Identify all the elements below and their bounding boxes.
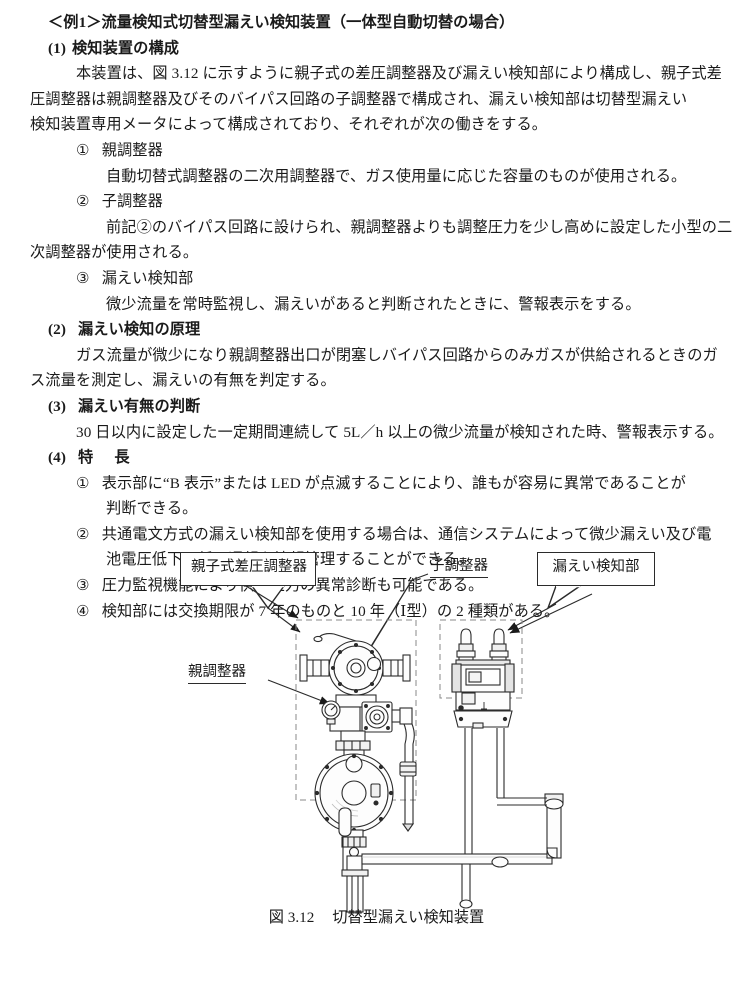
item-marker: ①: [76, 474, 90, 492]
section-heading-3: (3) 漏えい有無の判断: [30, 394, 731, 420]
body-line: 圧調整器は親調整器及びそのバイパス回路の子調整器で構成され、漏えい検知部は切替型…: [30, 90, 688, 108]
section-heading-1: (1) 検知装置の構成: [30, 36, 731, 62]
figure-caption: 図 3.12 切替型漏えい検知装置: [0, 905, 753, 927]
item-line: 自動切替式調整器の二次用調整器で、ガス使用量に応じた容量のものが使用される。: [106, 167, 687, 185]
item-marker: ①: [76, 141, 90, 159]
figure-number: 図 3.12: [268, 909, 315, 926]
item-label: 子調整器: [101, 193, 163, 211]
list-item-marker: ③ 漏えい検知部: [30, 266, 731, 292]
item-label: 親調整器: [101, 141, 163, 159]
list-item-marker: ① 表示部に“B 表示”または LED が点滅することにより、誰もが容易に異常であ…: [30, 471, 731, 497]
callout-parent-regulator: 親調整器: [188, 665, 246, 684]
body-line: 検知装置専用メータによって構成されており、それぞれが次の働きをする。: [30, 116, 548, 134]
section-title-4: 特 長: [78, 449, 133, 467]
body-line: ガス流量が微少になり親調整器出口が閉塞しバイパス回路からのみガスが供給されるとき…: [76, 346, 718, 364]
section-number-2: (2): [48, 321, 67, 339]
item-line: 表示部に“B 表示”または LED が点滅することにより、誰もが容易に異常である…: [101, 474, 686, 492]
section-heading-4: (4) 特 長: [30, 445, 731, 471]
item-marker: ②: [76, 525, 90, 543]
body-line: 本装置は、図 3.12 に示すように親子式の差圧調整器及び漏えい検知部により構成…: [76, 65, 722, 83]
item-marker: ③: [76, 269, 90, 287]
item-line: 次調整器が使用される。: [30, 244, 199, 262]
document-heading: ＜例1＞流量検知式切替型漏えい検知装置（一体型自動切替の場合）: [48, 14, 515, 31]
callout-child-regulator: 子調整器: [430, 559, 488, 578]
callout-leak-detector: 漏えい検知部: [537, 552, 655, 586]
section-title-2: 漏えい検知の原理: [78, 321, 201, 339]
list-item-marker: ② 共通電文方式の漏えい検知部を使用する場合は、通信システムによって微少漏えい及び…: [30, 522, 731, 548]
item-line: 判断できる。: [106, 500, 198, 518]
item-line: 検知部には交換期限が 7 年のものと 10 年（Ⅰ型）の 2 種類がある。: [101, 602, 560, 620]
item-line: 微少流量を常時監視し、漏えいがあると判断されたときに、警報表示をする。: [106, 295, 641, 313]
item-marker: ③: [76, 577, 90, 595]
section-title-1: 検知装置の構成: [72, 39, 180, 57]
item-marker: ②: [76, 193, 90, 211]
figure-title: 切替型漏えい検知装置: [332, 909, 485, 926]
item-line: 前記②のバイパス回路に設けられ、親調整器よりも調整圧力を少し高めに設定した小型の…: [106, 218, 733, 236]
item-label: 漏えい検知部: [101, 269, 194, 287]
list-item-marker: ① 親調整器: [30, 138, 731, 164]
section-number-3: (3): [48, 397, 67, 415]
equipment-line-drawing: [245, 573, 593, 913]
callout-parent-child-differential-regulator: 親子式差圧調整器: [180, 552, 316, 586]
section-number-1: (1): [48, 39, 67, 57]
item-marker: ④: [76, 602, 90, 620]
section-number-4: (4): [48, 449, 67, 467]
section-title-3: 漏えい有無の判断: [78, 397, 201, 415]
item-line: 共通電文方式の漏えい検知部を使用する場合は、通信システムによって微少漏えい及び電: [101, 525, 712, 543]
list-item-marker: ② 子調整器: [30, 189, 731, 215]
body-line: 30 日以内に設定した一定期間連続して 5L／h 以上の微少流量が検知された時、…: [76, 423, 724, 441]
section-heading-2: (2) 漏えい検知の原理: [30, 317, 731, 343]
list-item-marker: ④ 検知部には交換期限が 7 年のものと 10 年（Ⅰ型）の 2 種類がある。: [30, 599, 731, 625]
body-line: ス流量を測定し、漏えいの有無を判定する。: [30, 372, 336, 390]
